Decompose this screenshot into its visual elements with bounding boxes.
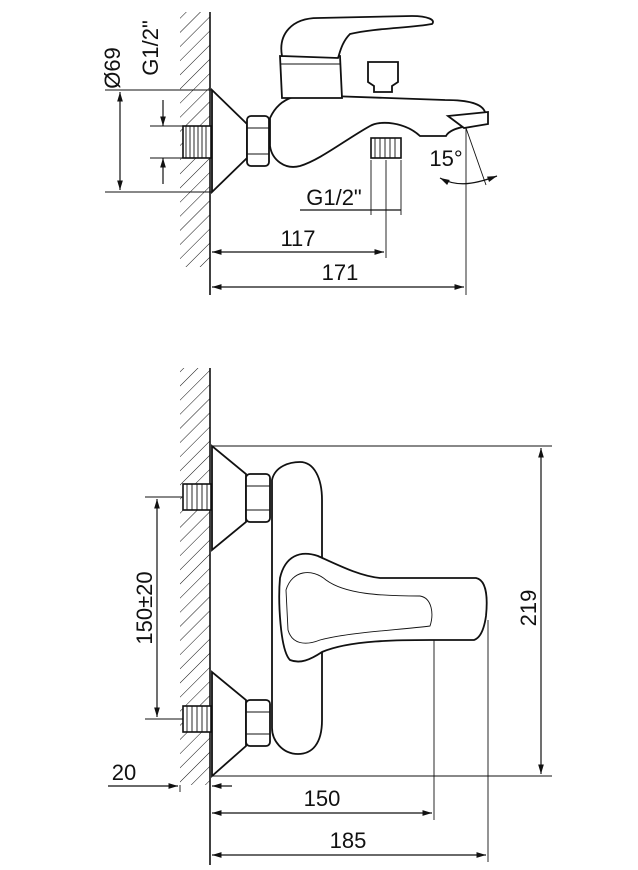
label-thread-outlet: G1/2" [306, 185, 362, 210]
lower-nut [245, 699, 271, 747]
label-dim-150-20: 150±20 [132, 571, 157, 644]
label-dim-219: 219 [516, 590, 541, 627]
escutcheon-top [211, 87, 248, 195]
front-view: 150±20 219 20 150 185 [108, 368, 552, 865]
lower-escutcheon [211, 670, 247, 778]
label-dim-171: 171 [322, 260, 359, 285]
label-dim-20: 20 [112, 760, 136, 785]
label-thread-inlet: G1/2" [138, 20, 163, 76]
side-view: Ø69 G1/2" G1/2" 15° 117 171 [100, 12, 498, 295]
inlet-thread [182, 125, 212, 159]
label-angle: 15° [429, 146, 462, 171]
mixer-body-top [269, 93, 486, 168]
label-diameter: Ø69 [100, 47, 125, 89]
outlet-thread [370, 137, 402, 159]
lever-handle-top [280, 15, 434, 59]
upper-nut [245, 473, 271, 523]
upper-escutcheon [211, 444, 247, 552]
spout-tip [445, 111, 489, 129]
cartridge-housing [279, 55, 343, 99]
label-dim-150: 150 [304, 786, 341, 811]
diverter-knob [367, 61, 399, 93]
nut-top [246, 115, 270, 167]
label-dim-185: 185 [330, 828, 367, 853]
label-dim-117: 117 [280, 226, 315, 251]
lever-handle-front [278, 552, 488, 663]
